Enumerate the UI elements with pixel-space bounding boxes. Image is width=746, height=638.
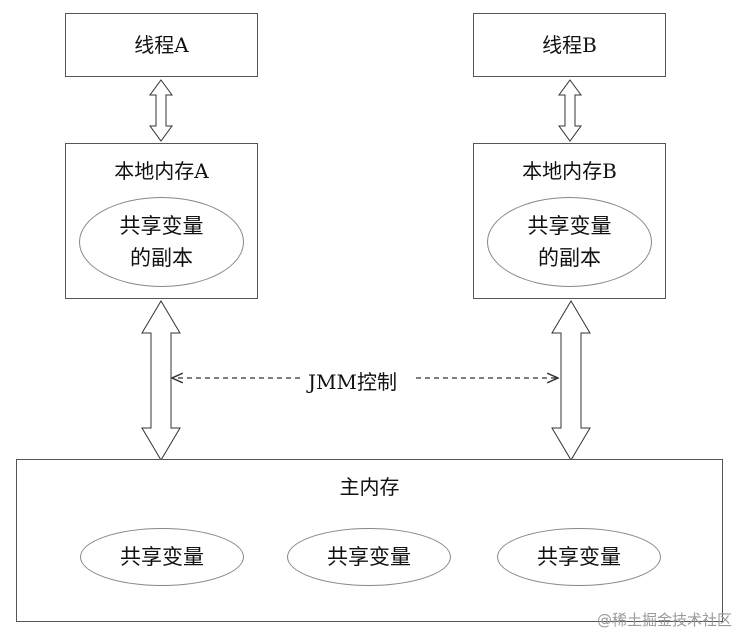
main-shared-variable-2: 共享变量 [287,528,451,586]
local-b-variable-copy: 共享变量 的副本 [487,197,652,287]
thread-b-local-arrow [558,79,582,142]
local-b-copy-line2: 的副本 [538,246,601,270]
thread-a-label: 线程A [134,33,189,57]
thread-a-box: 线程A [65,13,258,77]
local-a-main-arrow [141,300,181,461]
watermark: @稀土掘金技术社区 [596,611,732,629]
local-b-main-arrow [551,300,591,461]
local-memory-a-label: 本地内存A [114,159,209,183]
thread-b-box: 线程B [473,13,666,77]
jmm-control-label: JMM控制 [304,366,401,395]
main-shared-variable-1: 共享变量 [80,528,244,586]
local-memory-b-label: 本地内存B [522,159,617,183]
main-memory-label: 主内存 [339,475,400,499]
thread-a-local-arrow [149,79,173,142]
local-memory-a-box: 本地内存A 共享变量 的副本 [65,143,258,299]
local-a-variable-copy: 共享变量 的副本 [79,197,244,287]
local-b-copy-line1: 共享变量 [527,214,612,238]
main-memory-box: 主内存 共享变量 共享变量 共享变量 [16,459,723,622]
thread-b-label: 线程B [542,33,597,57]
local-a-copy-line2: 的副本 [130,246,193,270]
local-memory-b-box: 本地内存B 共享变量 的副本 [473,143,666,299]
local-a-copy-line1: 共享变量 [119,214,204,238]
main-shared-variable-3: 共享变量 [497,528,661,586]
